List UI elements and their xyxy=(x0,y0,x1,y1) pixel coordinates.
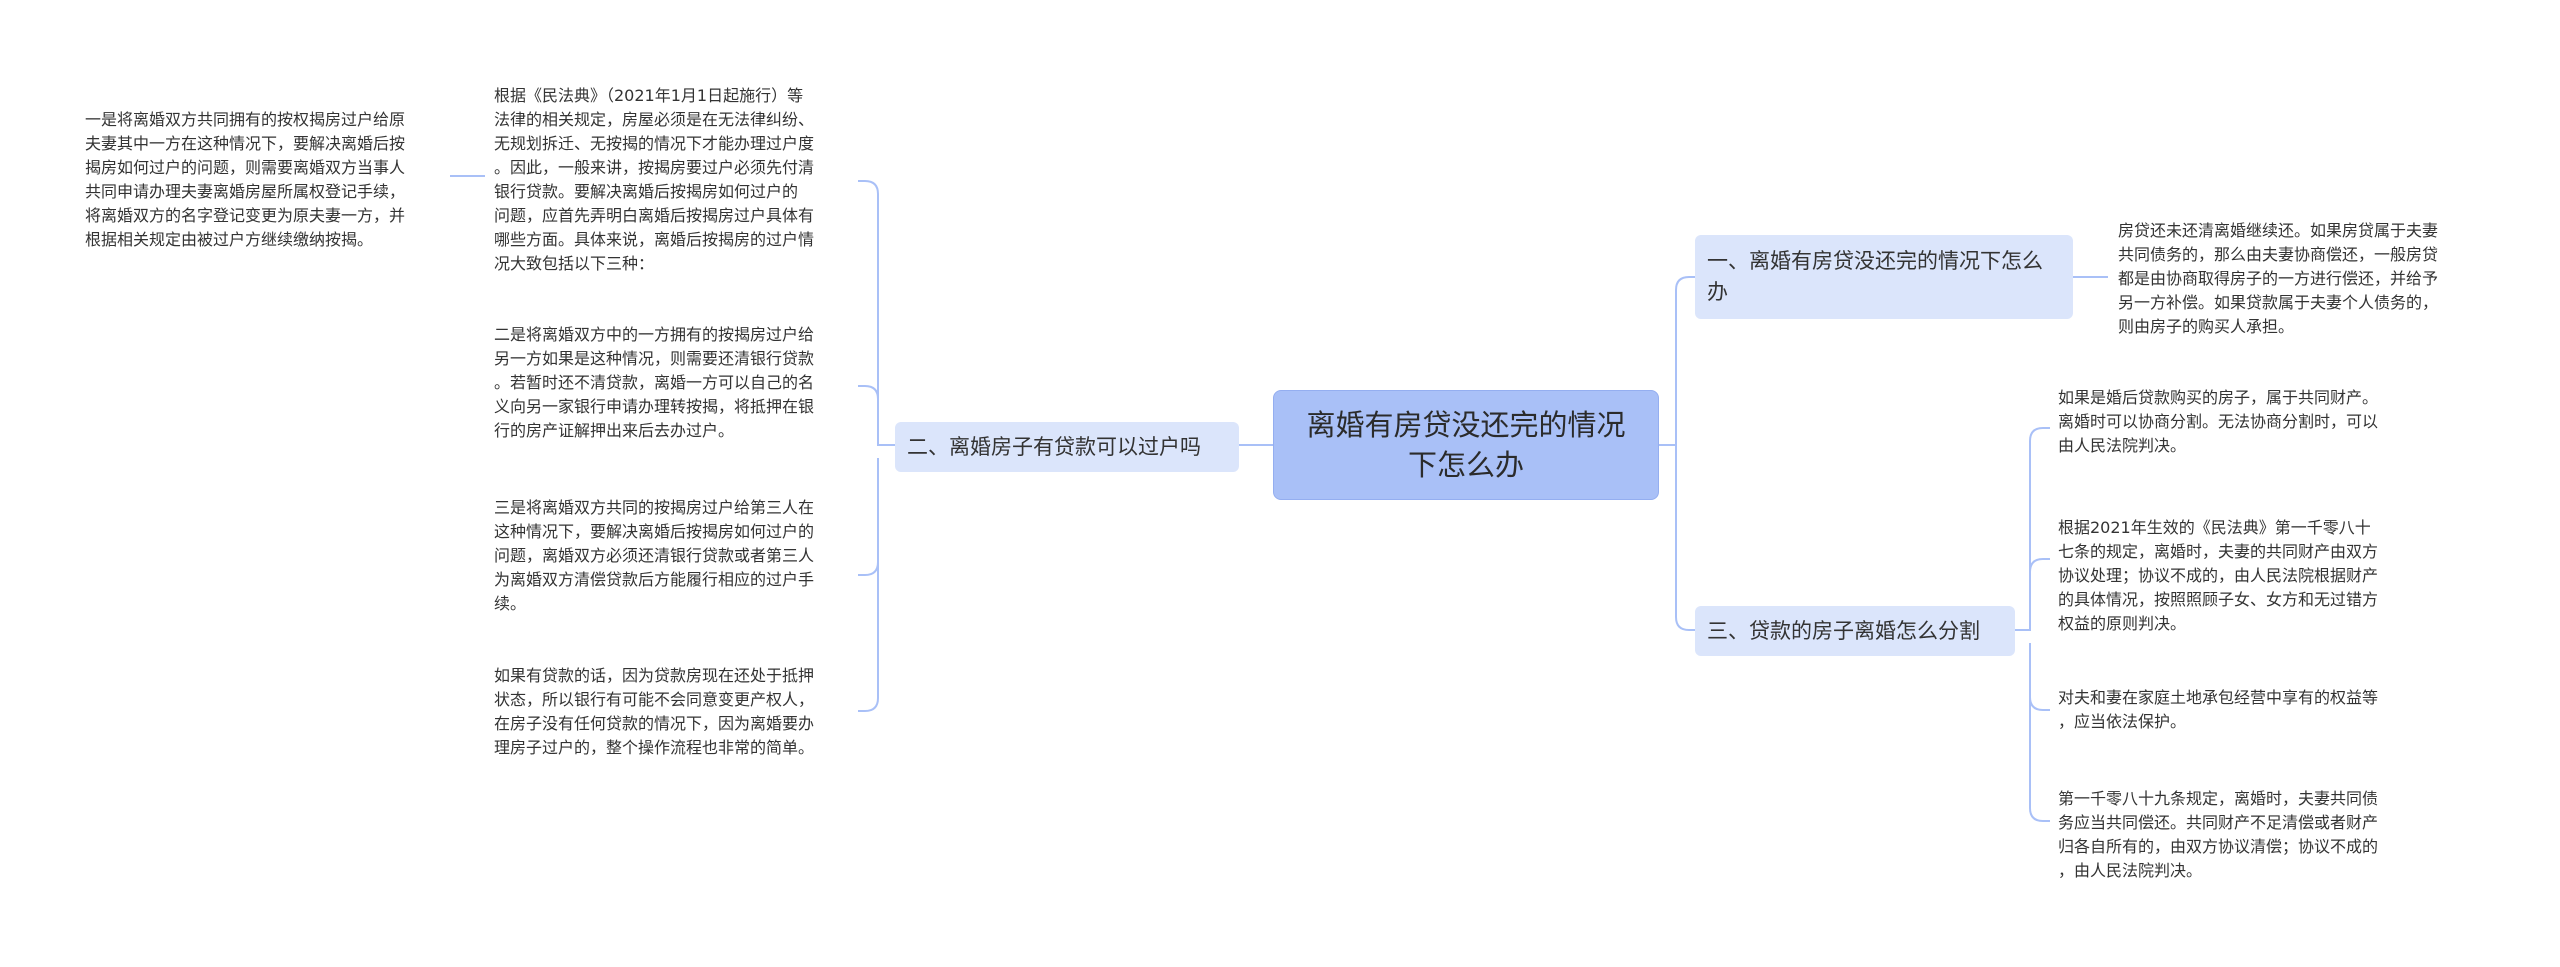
link-root-b3 xyxy=(1659,444,1695,631)
leaf-b2-1-1[interactable]: 一是将离婚双方共同拥有的按权揭房过户给原 夫妻其中一方在这种情况下，要解决离婚后… xyxy=(85,110,406,249)
link-root-b1 xyxy=(1659,276,1695,446)
leaf-b2-4[interactable]: 如果有贷款的话，因为贷款房现在还处于抵押 状态，所以银行有可能不会同意变更产权人… xyxy=(494,666,815,757)
leaf-b2-3[interactable]: 三是将离婚双方共同的按揭房过户给第三人在 这种情况下，要解决离婚后按揭房如何过户… xyxy=(494,498,815,613)
branch-1[interactable]: 一、离婚有房贷没还完的情况下怎么办 xyxy=(1695,235,2073,319)
link-b2-leaves xyxy=(858,180,895,446)
leaf-b3-2[interactable]: 根据2021年生效的《民法典》第一千零八十 七条的规定，离婚时，夫妻的共同财产由… xyxy=(2058,518,2379,633)
leaf-b3-4[interactable]: 第一千零八十九条规定，离婚时，夫妻共同债 务应当共同偿还。共同财产不足清偿或者财… xyxy=(2058,789,2379,880)
leaf-b3-1[interactable]: 如果是婚后贷款购买的房子，属于共同财产。 离婚时可以协商分割。无法协商分割时，可… xyxy=(2058,388,2379,455)
root-node[interactable]: 离婚有房贷没还完的情况下怎么办 xyxy=(1273,390,1659,500)
branch-3[interactable]: 三、贷款的房子离婚怎么分割 xyxy=(1695,606,2015,656)
leaf-b1-1[interactable]: 房贷还未还清离婚继续还。如果房贷属于夫妻 共同债务的，那么由夫妻协商偿还，一般房… xyxy=(2118,221,2439,336)
link-b3-leaves xyxy=(2015,427,2050,631)
leaf-b2-1[interactable]: 根据《民法典》（2021年1月1日起施行）等 法律的相关规定，房屋必须是在无法律… xyxy=(494,86,815,273)
branch-2[interactable]: 二、离婚房子有贷款可以过户吗 xyxy=(895,422,1239,472)
leaf-b3-3[interactable]: 对夫和妻在家庭土地承包经营中享有的权益等 ，应当依法保护。 xyxy=(2058,688,2379,731)
leaf-b2-2[interactable]: 二是将离婚双方中的一方拥有的按揭房过户给 另一方如果是这种情况，则需要还清银行贷… xyxy=(494,325,815,440)
